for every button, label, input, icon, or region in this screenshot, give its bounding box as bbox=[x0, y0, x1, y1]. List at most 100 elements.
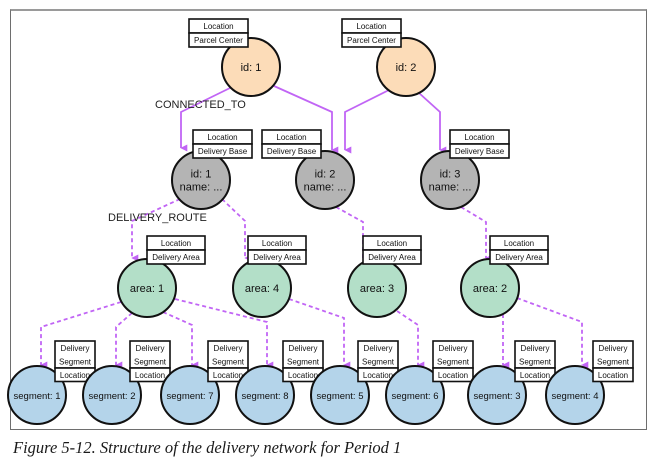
node-circle bbox=[82, 365, 142, 425]
node-property: id: 2 bbox=[396, 62, 417, 74]
label-text: Location bbox=[60, 371, 90, 380]
node-circle bbox=[376, 37, 436, 97]
label-text: Delivery Area bbox=[152, 253, 200, 262]
delivery-route-edge-a3-s6 bbox=[396, 310, 425, 369]
node-property: segment: 2 bbox=[89, 391, 136, 402]
node-circle bbox=[160, 365, 220, 425]
label-cell bbox=[432, 367, 474, 383]
node-property: area: 3 bbox=[360, 283, 394, 295]
label-text: Location bbox=[262, 239, 292, 248]
node-property: segment: 5 bbox=[317, 391, 364, 402]
node-property: id: 1 bbox=[241, 62, 262, 74]
label-text: Segment bbox=[212, 357, 245, 366]
node-property: segment: 8 bbox=[242, 391, 289, 402]
label-text: Location bbox=[520, 371, 550, 380]
label-text: Delivery bbox=[439, 344, 468, 353]
label-text: Parcel Center bbox=[347, 36, 396, 45]
label-text: Delivery bbox=[214, 344, 243, 353]
node-property: id: 3 bbox=[440, 169, 461, 181]
label-text: Delivery Base bbox=[455, 147, 505, 156]
node-circle bbox=[385, 365, 445, 425]
node-circle bbox=[7, 365, 67, 425]
label-text: Location bbox=[203, 22, 233, 31]
node-circle bbox=[310, 365, 370, 425]
label-text: Location bbox=[377, 239, 407, 248]
label-cell bbox=[341, 32, 402, 48]
label-text: Location bbox=[161, 239, 191, 248]
label-text: Location bbox=[464, 133, 494, 142]
label-cell bbox=[192, 143, 253, 159]
delivery-route-edge-a1-s8 bbox=[174, 298, 274, 369]
label-text: Segment bbox=[597, 357, 630, 366]
node-property: name: ... bbox=[304, 182, 347, 194]
connected-to-edge-pc2-db2 bbox=[344, 89, 390, 154]
delivery-route-edge-a1-s2 bbox=[115, 312, 133, 369]
label-cell bbox=[489, 249, 549, 265]
delivery-route-edge-a1-s7 bbox=[162, 311, 199, 369]
label-text: Delivery Base bbox=[267, 147, 317, 156]
label-cell bbox=[247, 249, 307, 265]
label-text: Location bbox=[598, 371, 628, 380]
label-text: Delivery bbox=[136, 344, 165, 353]
connected-to-edge-pc1-db1 bbox=[180, 87, 231, 152]
label-text: Segment bbox=[437, 357, 470, 366]
node-property: area: 4 bbox=[245, 283, 279, 295]
label-text: Location bbox=[135, 371, 165, 380]
label-text: Segment bbox=[519, 357, 552, 366]
label-text: Location bbox=[276, 133, 306, 142]
label-text: Segment bbox=[134, 357, 167, 366]
connected-to-label: CONNECTED_TO bbox=[155, 99, 246, 111]
label-cell bbox=[449, 143, 510, 159]
node-property: segment: 3 bbox=[474, 391, 521, 402]
node-property: name: ... bbox=[180, 182, 223, 194]
label-text: Segment bbox=[59, 357, 92, 366]
label-cell bbox=[362, 249, 422, 265]
delivery-route-edge-db1-a1 bbox=[131, 198, 181, 262]
label-text: Delivery bbox=[521, 344, 550, 353]
node-property: segment: 1 bbox=[14, 391, 61, 402]
node-circle bbox=[295, 150, 355, 210]
connected-to-edge-pc1-db2 bbox=[273, 85, 339, 154]
delivery-route-edge-db1-a4 bbox=[221, 198, 252, 262]
label-cell bbox=[282, 340, 324, 369]
label-text: Segment bbox=[362, 357, 395, 366]
node-property: area: 2 bbox=[473, 283, 507, 295]
label-text: Location bbox=[504, 239, 534, 248]
connected-to-edge-pc2-db3 bbox=[418, 92, 447, 154]
label-text: Segment bbox=[287, 357, 320, 366]
node-property: area: 1 bbox=[130, 283, 164, 295]
edges-layer bbox=[40, 85, 589, 369]
label-text: Delivery Base bbox=[198, 147, 248, 156]
node-property: segment: 7 bbox=[167, 391, 214, 402]
node-circle bbox=[221, 37, 281, 97]
label-text: Delivery bbox=[599, 344, 628, 353]
node-property: id: 2 bbox=[315, 169, 336, 181]
label-text: Delivery Area bbox=[253, 253, 301, 262]
node-circle bbox=[467, 365, 527, 425]
label-cell bbox=[146, 249, 206, 265]
